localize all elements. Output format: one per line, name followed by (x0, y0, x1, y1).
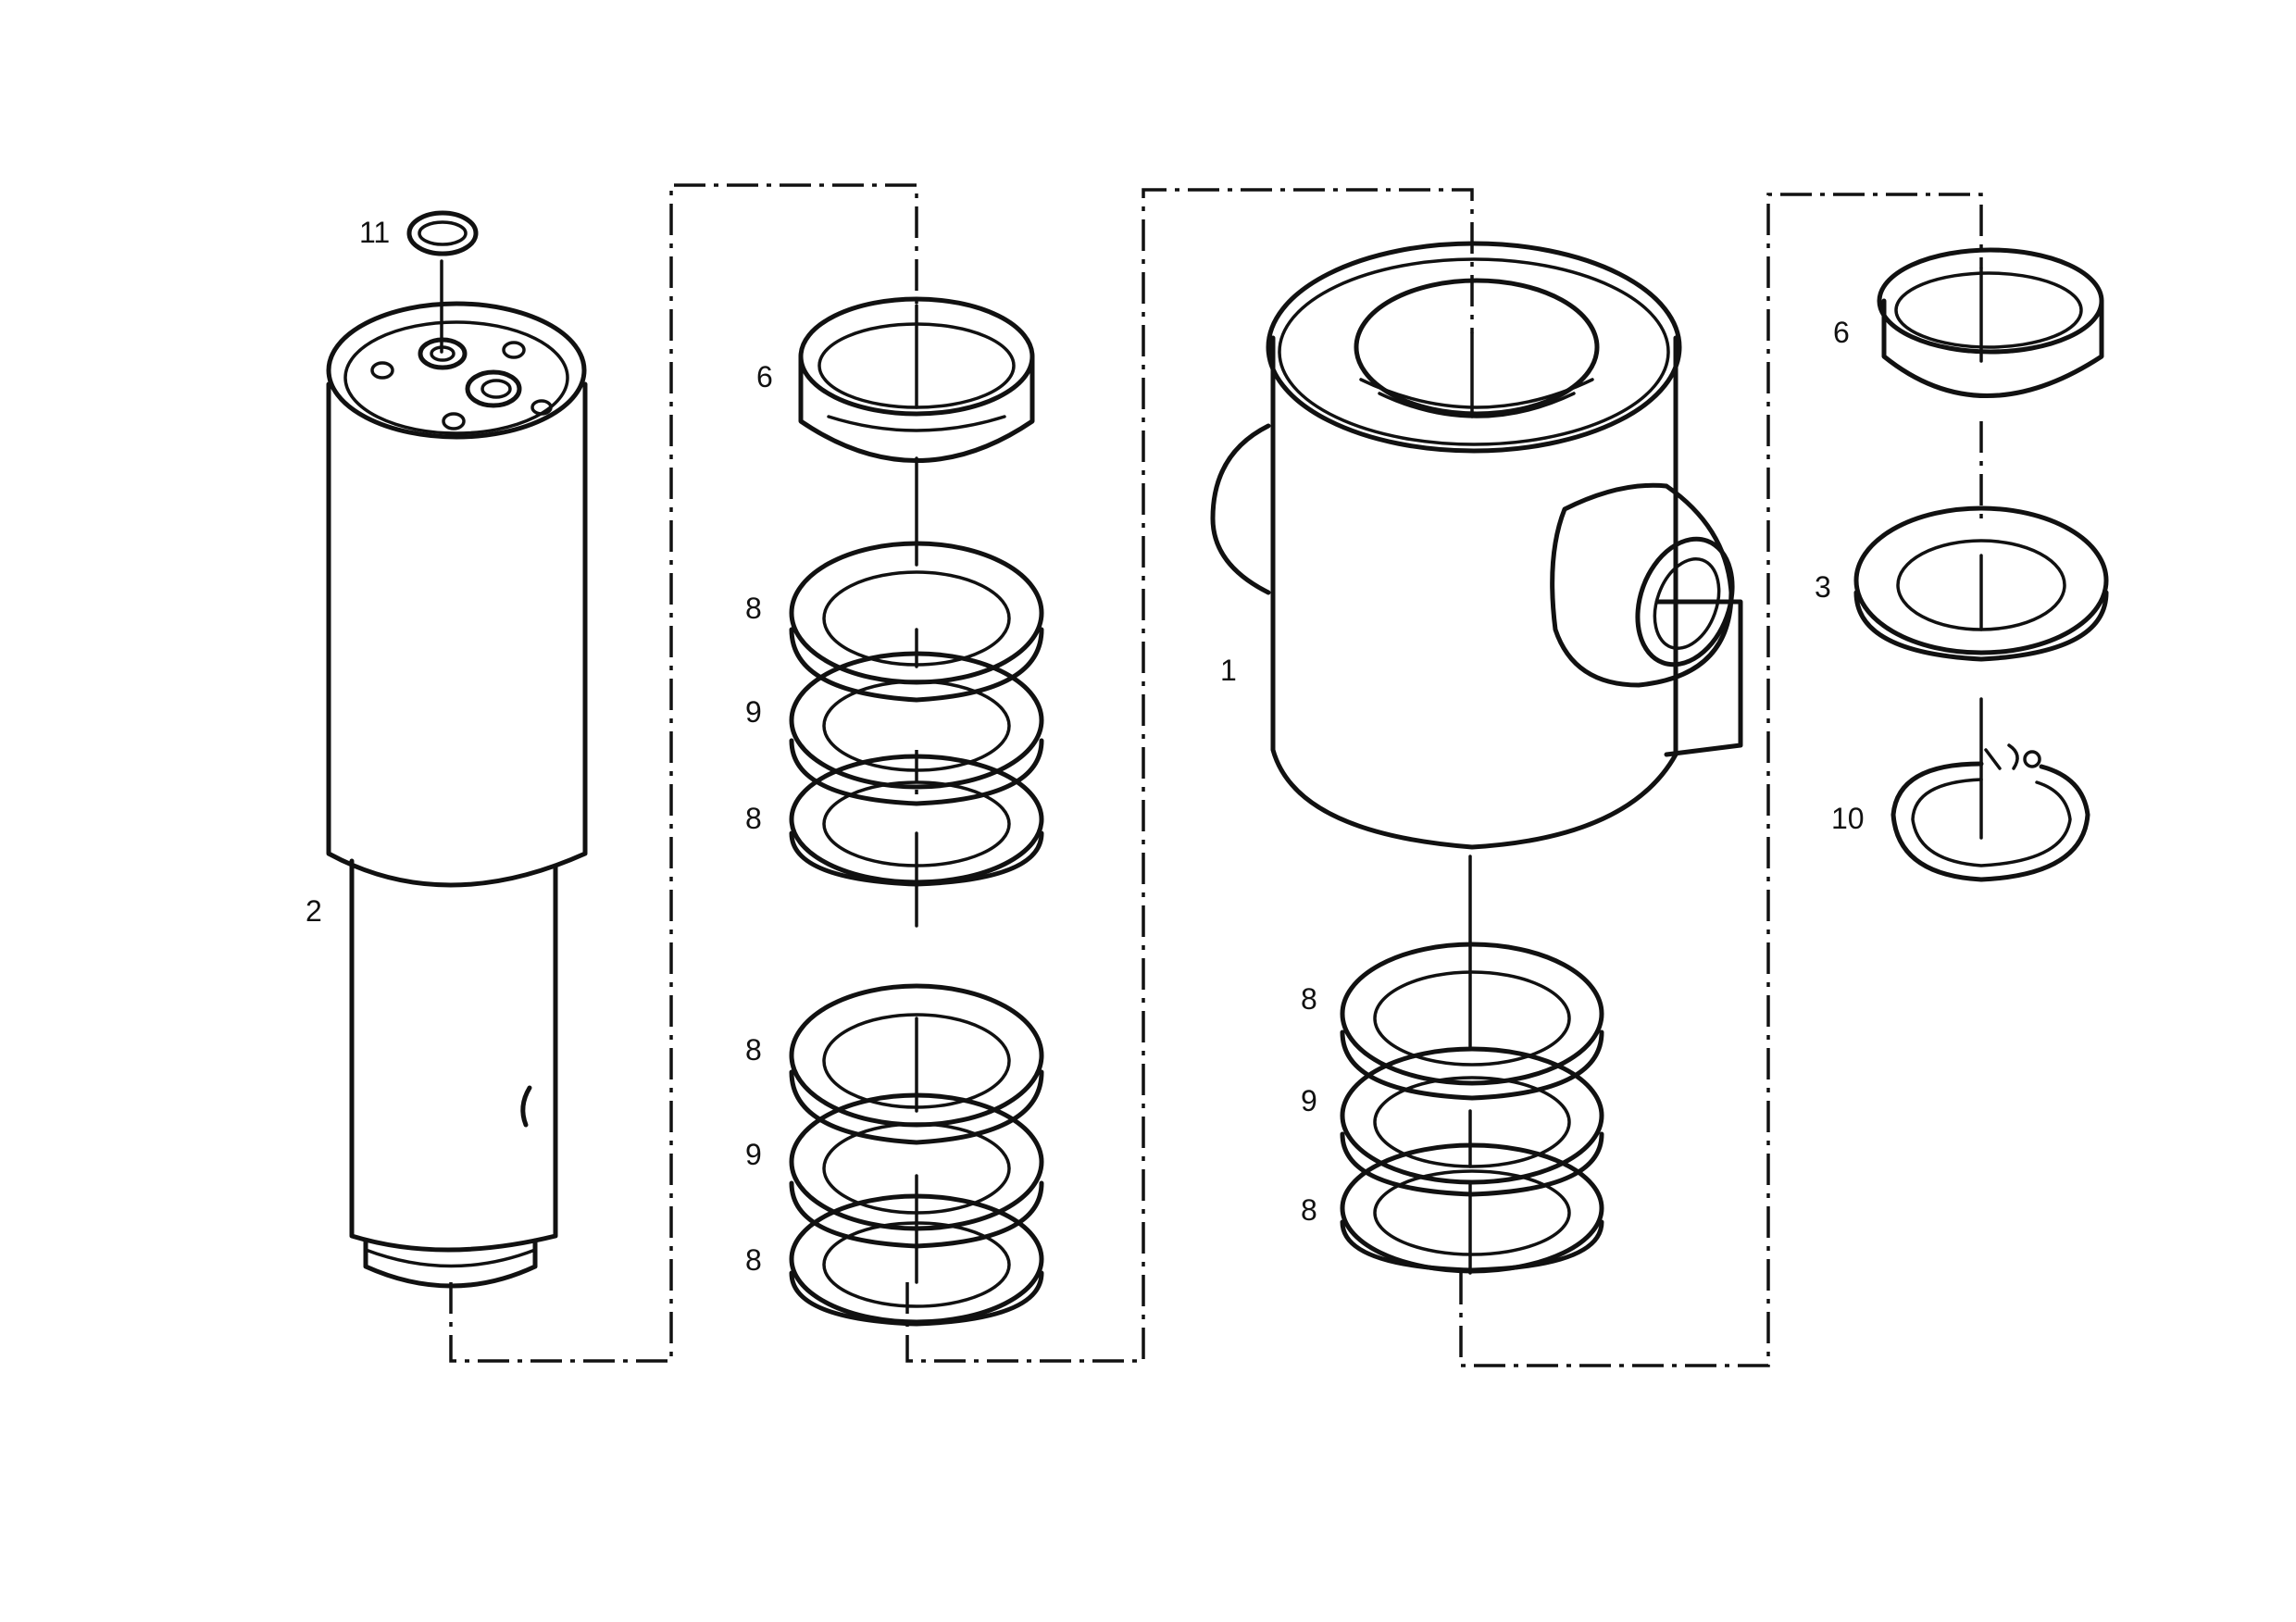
callout-bushing-right: 6 (1833, 316, 1850, 349)
callout-seal-a-bottom: 8 (745, 802, 762, 835)
bushing-right-part-6 (1877, 247, 2104, 398)
callout-bushing-left: 6 (756, 360, 773, 393)
callout-cylinder: 2 (306, 894, 322, 928)
seal-stack-a (789, 541, 1044, 887)
callout-rubber-c: 9 (1301, 1084, 1317, 1117)
snap-ring-part-10 (1890, 743, 2090, 882)
seal-stack-b (789, 983, 1044, 1327)
callout-seal-a-top: 8 (745, 592, 762, 625)
seal-stack-c (1340, 942, 1604, 1274)
callout-seal-c-top: 8 (1301, 982, 1317, 1016)
callout-rubber-a: 9 (745, 695, 762, 729)
assembly-lines (440, 183, 1983, 1367)
bushing-left-part-6 (798, 296, 1035, 463)
callout-snap-ring: 10 (1831, 802, 1865, 835)
callout-oring: 11 (359, 216, 390, 249)
washer-part-3 (1853, 505, 2109, 662)
callout-seal-c-bottom: 8 (1301, 1193, 1317, 1227)
housing-part-1 (1210, 241, 1743, 850)
oring-part-11 (406, 210, 479, 256)
callout-rubber-b: 9 (745, 1138, 762, 1171)
callout-labels: 1 2 3 6 6 8 9 8 8 9 8 8 9 8 10 11 (306, 216, 1865, 1277)
cylinder-part-2 (326, 301, 588, 1289)
callout-seal-b-bottom: 8 (745, 1243, 762, 1277)
callout-seal-b-top: 8 (745, 1033, 762, 1067)
callout-washer: 3 (1815, 570, 1831, 604)
callout-housing: 1 (1220, 654, 1237, 687)
